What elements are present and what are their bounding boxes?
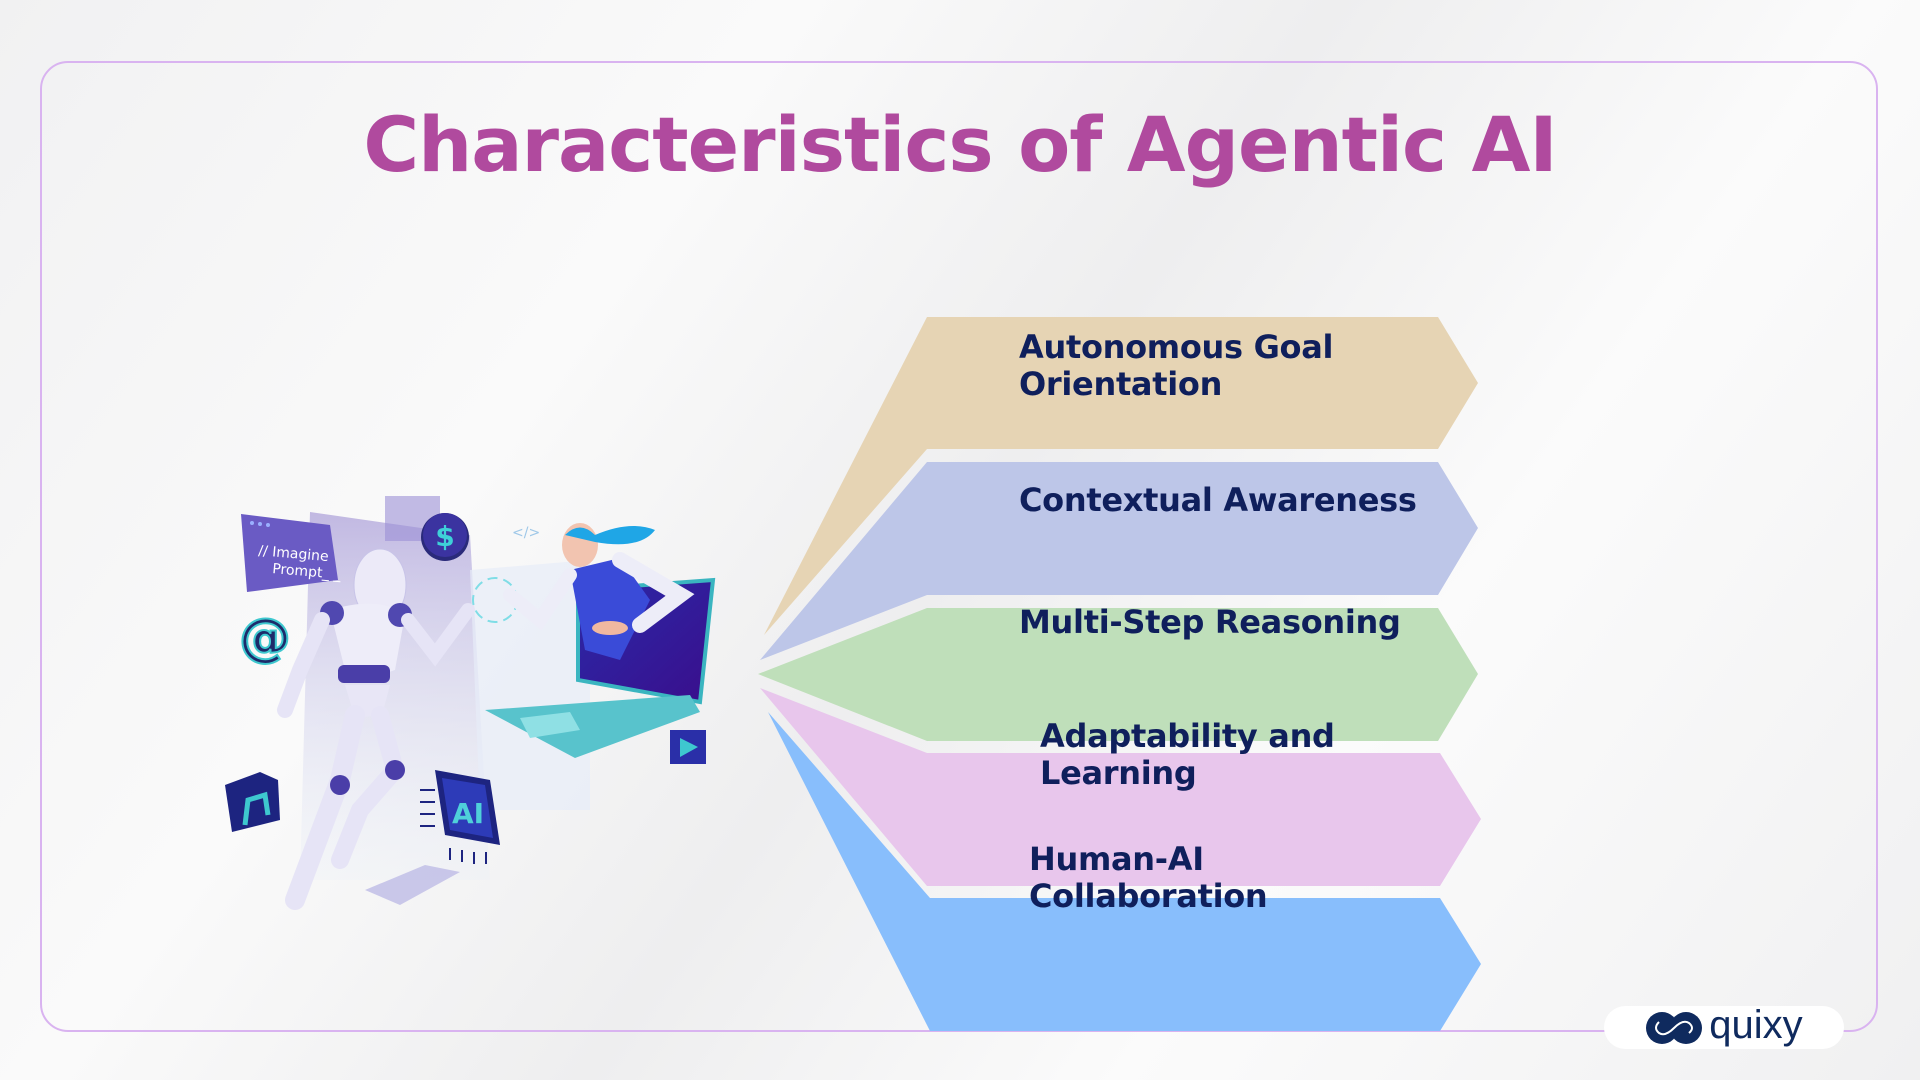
at-sign-icon: @ bbox=[239, 608, 291, 668]
robot-figure bbox=[277, 548, 475, 910]
chip-label: AI bbox=[452, 797, 484, 830]
label-line: Human-AI bbox=[1029, 840, 1204, 878]
ribbon-multi-step-reasoning bbox=[758, 608, 1478, 741]
ai-chip-icon: AI bbox=[420, 770, 500, 864]
floor-tile bbox=[365, 865, 460, 905]
quixy-logo: quixy bbox=[1604, 1002, 1844, 1049]
brand-name: quixy bbox=[1709, 1002, 1803, 1047]
prompt-text: // Imagine bbox=[258, 543, 330, 565]
robot-human-illustration: // Imagine Prompt_ _ $ </> @ AI bbox=[225, 496, 716, 910]
label-line: Learning bbox=[1040, 754, 1197, 792]
ribbon-adaptability-learning bbox=[760, 688, 1481, 886]
ribbon-contextual-awareness bbox=[760, 462, 1478, 660]
code-tag-icon: </> bbox=[512, 525, 540, 541]
label-line: Adaptability and bbox=[1040, 717, 1335, 755]
prompt-text: Prompt_ _ bbox=[272, 561, 343, 583]
ribbon-human-ai-collaboration bbox=[768, 712, 1481, 1031]
label-adaptability-learning: Adaptability and Learning bbox=[1040, 718, 1335, 792]
label-line: Contextual Awareness bbox=[1019, 481, 1417, 519]
label-contextual-awareness: Contextual Awareness bbox=[1019, 482, 1417, 519]
ribbon-autonomous-goal-orientation bbox=[764, 317, 1478, 635]
quixy-logo-mark-icon bbox=[1646, 1011, 1703, 1044]
woman-figure bbox=[503, 523, 695, 660]
label-line: Orientation bbox=[1019, 365, 1223, 403]
label-line: Collaboration bbox=[1029, 877, 1268, 915]
dollar-coin-icon: $ bbox=[421, 513, 469, 561]
label-multi-step-reasoning: Multi-Step Reasoning bbox=[1019, 604, 1401, 641]
label-line: Multi-Step Reasoning bbox=[1019, 603, 1401, 641]
label-human-ai-collaboration: Human-AI Collaboration bbox=[1029, 840, 1268, 915]
coin-symbol: $ bbox=[435, 520, 454, 553]
page-title: Characteristics of Agentic AI bbox=[363, 100, 1557, 189]
label-line: Autonomous Goal bbox=[1019, 328, 1334, 366]
label-autonomous-goal-orientation: Autonomous Goal Orientation bbox=[1019, 328, 1334, 403]
play-button-icon bbox=[670, 730, 706, 764]
folder-icon bbox=[225, 772, 280, 832]
prompt-window-icon: // Imagine Prompt_ _ bbox=[241, 514, 342, 592]
light-beam bbox=[470, 560, 590, 810]
